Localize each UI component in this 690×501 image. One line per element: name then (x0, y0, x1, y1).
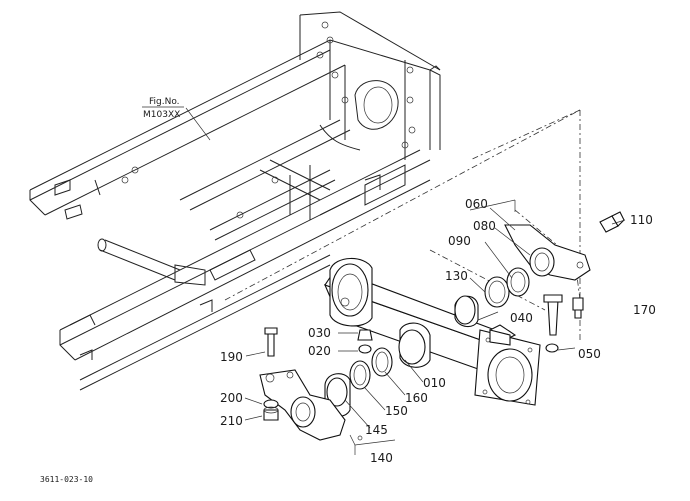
callout-060: 060 (465, 197, 488, 211)
bracket-left-140 (259, 369, 363, 441)
drawing-code: 3611-023-10 (40, 475, 93, 484)
fig-no-code: M103XX (143, 110, 180, 120)
fig-no-label: Fig.No. (149, 97, 180, 107)
callout-030: 030 (308, 326, 331, 340)
callout-200: 200 (220, 391, 243, 405)
axle-housing-010 (324, 257, 541, 406)
tractor-frame (29, 11, 441, 391)
callout-130: 130 (445, 269, 468, 283)
grease-nipple-110 (599, 211, 625, 233)
bolt-hardware-left (263, 327, 279, 421)
callout-080: 080 (473, 219, 496, 233)
callout-210: 210 (220, 414, 243, 428)
callout-140: 140 (370, 451, 393, 465)
bolt-hardware-right (543, 294, 584, 353)
callout-110: 110 (630, 213, 653, 227)
callout-090: 090 (448, 234, 471, 248)
callout-190: 190 (220, 350, 243, 364)
callout-040: 040 (510, 311, 533, 325)
callout-145: 145 (365, 423, 388, 437)
callout-020: 020 (308, 344, 331, 358)
callout-170: 170 (633, 303, 656, 317)
bracket-right-060 (504, 224, 591, 281)
part-callouts: 060 080 090 130 040 050 110 170 030 020 … (220, 197, 656, 465)
grease-fitting-020-030 (357, 329, 373, 354)
callout-050: 050 (578, 347, 601, 361)
callout-150: 150 (385, 404, 408, 418)
callout-160: 160 (405, 391, 428, 405)
leader-lines (185, 107, 626, 429)
callout-010: 010 (423, 376, 446, 390)
figure-reference: Fig.No. M103XX (142, 97, 184, 120)
